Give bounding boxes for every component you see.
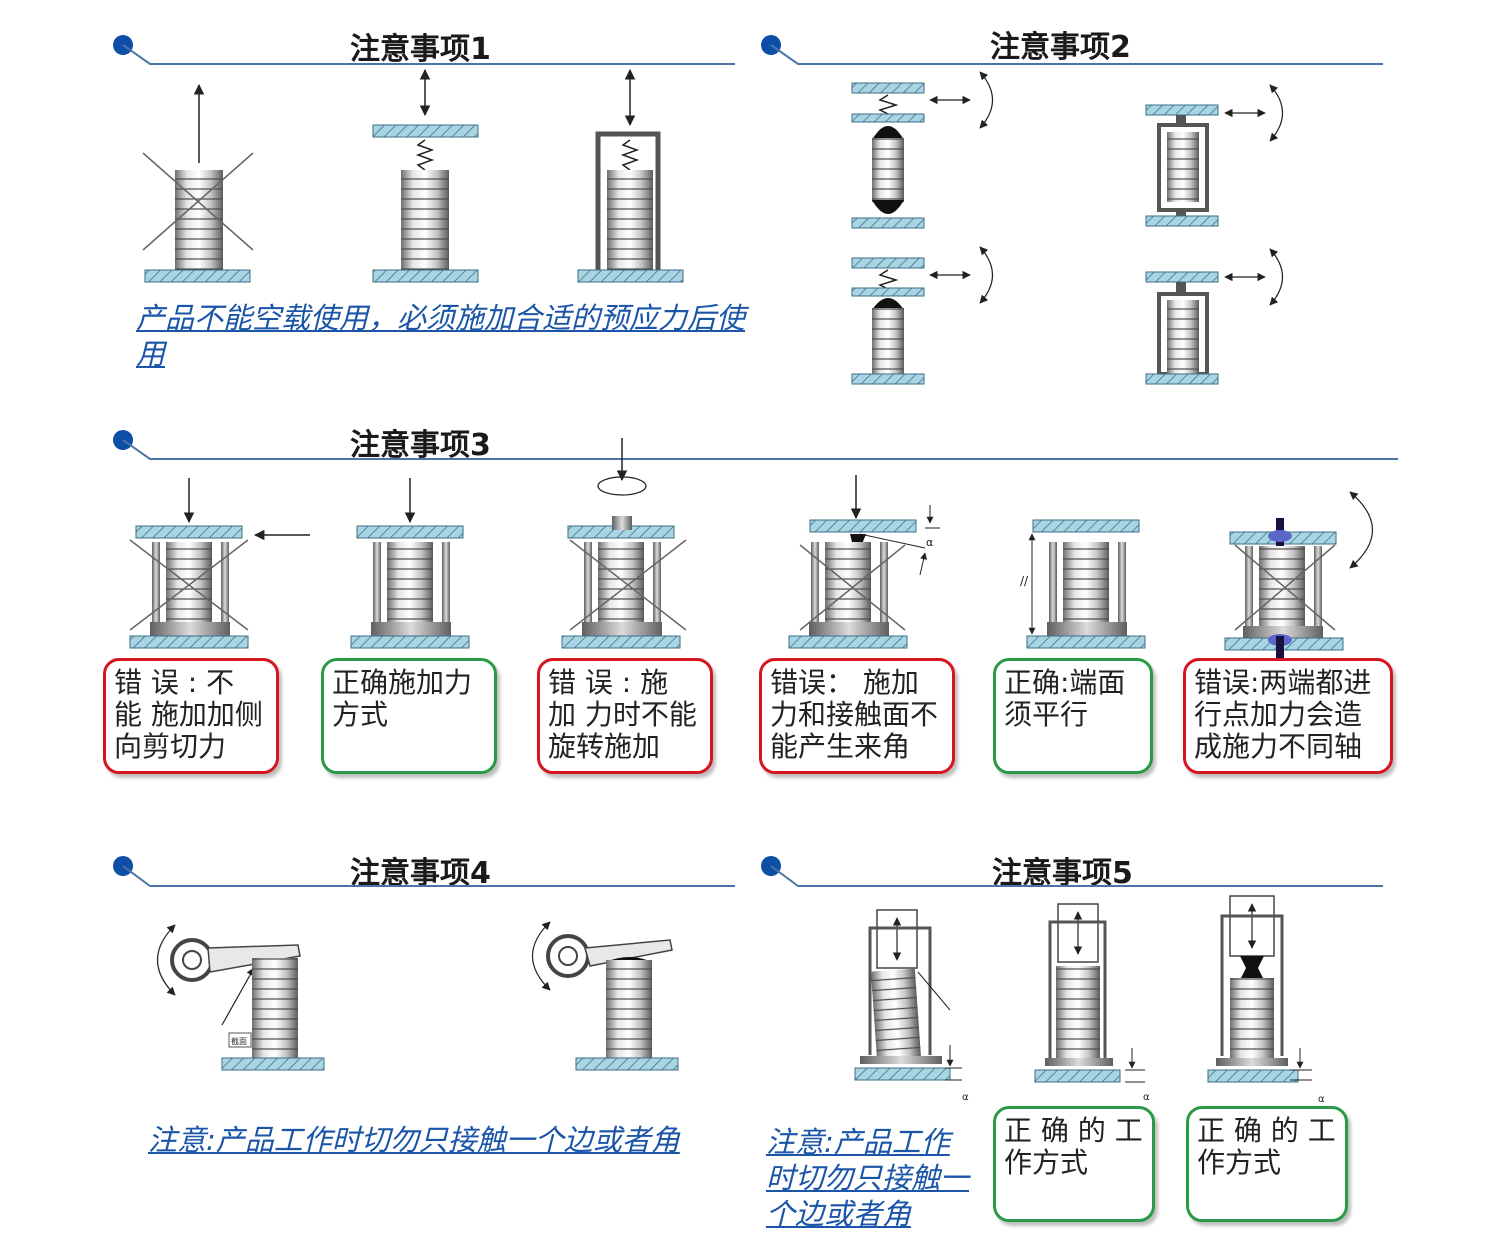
s3-fig-correct (350, 478, 470, 649)
s5-box-1-text: 正 确 的 工 作方式 (1004, 1114, 1143, 1179)
s3-box-angle-wrong: 错误： 施加力和接触面不能产生来角 (759, 658, 955, 774)
section-1-note: 产品不能空载使用，必须施加合适的预应力后使用 (136, 301, 746, 371)
s1-fig-no-load (142, 83, 254, 283)
s1-fig-frame (577, 68, 684, 283)
s5-fig-wrong: α (854, 909, 969, 1103)
s3-angle-label: α (926, 536, 933, 549)
s3-box-point-load-wrong: 错误:两端都进行点加力会造成施力不同轴 (1183, 658, 1393, 774)
section-rules (113, 35, 1398, 887)
s3-box-shear-force-wrong: 错 误 : 不 能 施加加侧向剪切力 (103, 658, 279, 774)
s3-box-6-text: 错误:两端都进行点加力会造成施力不同轴 (1194, 666, 1372, 763)
s5-box-correct-1: 正 确 的 工 作方式 (993, 1106, 1155, 1222)
rule-4 (122, 865, 735, 887)
rule-3 (122, 439, 1398, 460)
s3-box-5-text: 正确:端面须平行 (1004, 666, 1126, 731)
s5-angle-2: α (1143, 1092, 1150, 1103)
s3-fig-rotation (561, 438, 687, 649)
s3-box-4-text: 错误： 施加力和接触面不能产生来角 (770, 666, 939, 763)
s4-fig-edge-contact: 截面 (156, 924, 325, 1071)
s1-fig-spring (372, 68, 479, 283)
s3-box-2-text: 正确施加力方式 (332, 666, 473, 731)
s2-fig-a (851, 71, 993, 229)
section-5-note: 注意:产品工作时切勿只接触一个边或者角 (766, 1125, 970, 1231)
s2-fig-d (1145, 248, 1283, 385)
section-1-heading: 注意事项1 (350, 32, 491, 67)
s3-box-rotation-wrong: 错 误 : 施 加 力时不能旋转施加 (537, 658, 713, 774)
s5-fig-correct-2: α (1207, 895, 1325, 1105)
s2-fig-b (1145, 84, 1283, 227)
s3-parallel-label: // (1020, 574, 1029, 588)
s2-fig-c (851, 246, 993, 385)
s3-box-correct-force: 正确施加力方式 (321, 658, 497, 774)
section-4-note: 注意:产品工作时切勿只接触一个边或者角 (148, 1123, 680, 1157)
s3-box-3-text: 错 误 : 施 加 力时不能旋转施加 (548, 666, 697, 763)
s5-angle-3: α (1318, 1094, 1325, 1105)
rule-2 (770, 44, 1383, 65)
s5-box-2-text: 正 确 的 工 作方式 (1197, 1114, 1336, 1179)
s4-tag-label: 截面 (231, 1036, 247, 1046)
s3-fig-parallel: // (1020, 519, 1146, 649)
s3-fig-angle: α (788, 475, 940, 649)
s5-angle-1: α (962, 1092, 969, 1103)
s3-box-1-text: 错 误 : 不 能 施加加侧向剪切力 (114, 666, 263, 763)
s4-fig-correct-contact (531, 921, 679, 1071)
s3-fig-point-load (1224, 491, 1373, 658)
section-2-heading: 注意事项2 (990, 30, 1131, 65)
rule-1 (122, 44, 735, 65)
rule-5 (770, 865, 1383, 887)
s5-fig-correct-1: α (1034, 903, 1150, 1103)
s3-box-parallel-correct: 正确:端面须平行 (993, 658, 1153, 774)
s3-fig-shear (129, 478, 310, 649)
s5-box-correct-2: 正 确 的 工 作方式 (1186, 1106, 1348, 1222)
section-3-heading: 注意事项3 (350, 428, 491, 463)
